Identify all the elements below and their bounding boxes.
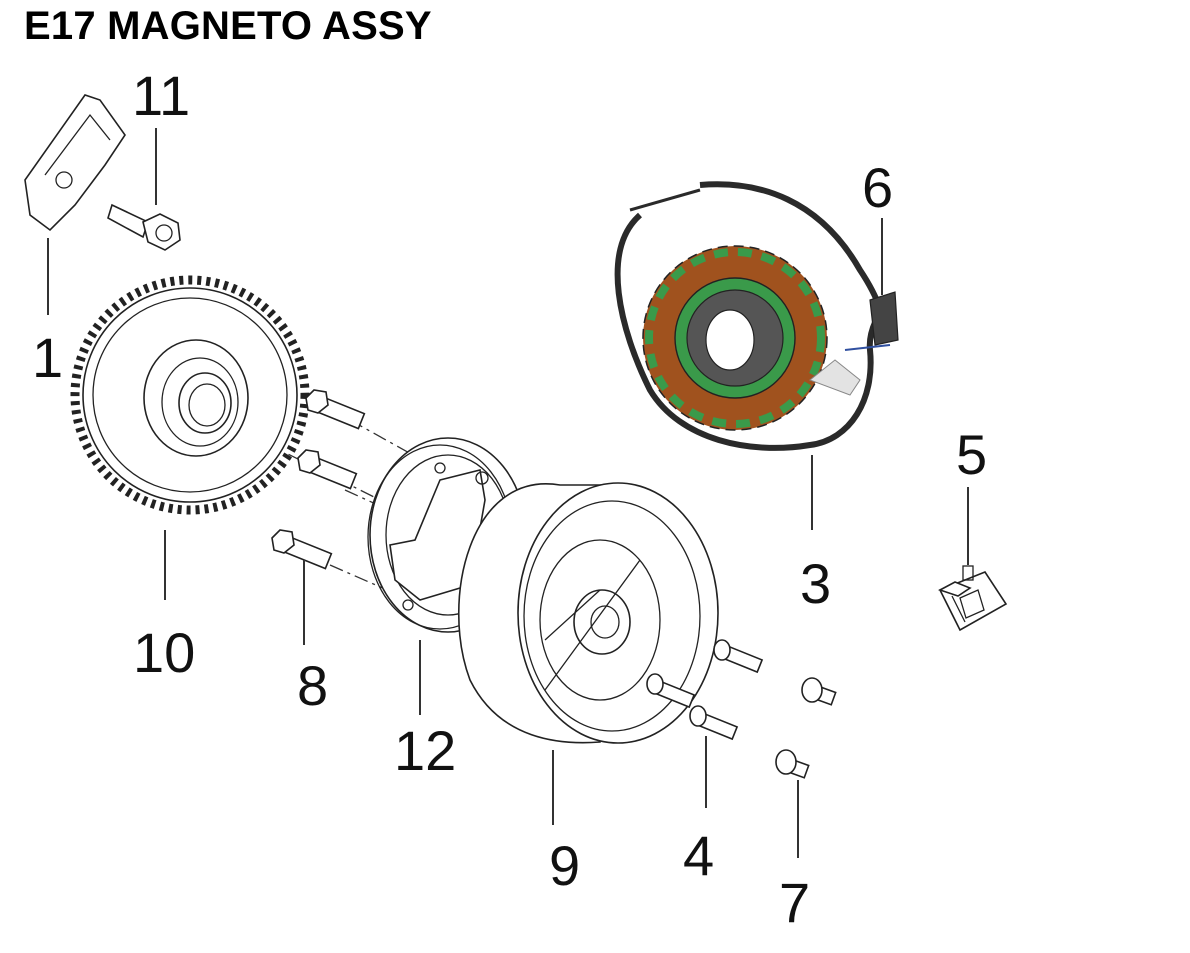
part-8-bolts[interactable] xyxy=(271,389,366,570)
callout-4: 4 xyxy=(683,824,714,887)
callout-labels: 11 1 10 8 12 9 4 7 3 6 5 xyxy=(32,64,987,934)
callout-6: 6 xyxy=(862,156,893,219)
part-10-starter-gear[interactable] xyxy=(70,275,310,515)
callout-11: 11 xyxy=(132,64,190,127)
part-4-bolts[interactable] xyxy=(646,639,764,741)
callout-12: 12 xyxy=(394,719,456,782)
callout-3: 3 xyxy=(800,552,831,615)
callout-9: 9 xyxy=(549,834,580,897)
callout-7: 7 xyxy=(779,871,810,934)
part-5-connector[interactable] xyxy=(937,565,1008,632)
diagram-title: E17 MAGNETO ASSY xyxy=(24,4,432,48)
part-1-bracket-plate[interactable] xyxy=(24,94,126,232)
callout-1: 1 xyxy=(32,326,63,389)
callout-10: 10 xyxy=(133,621,195,684)
callout-5: 5 xyxy=(956,423,987,486)
part-6-wire-harness[interactable] xyxy=(844,291,899,351)
leader-lines xyxy=(47,128,969,858)
part-3-stator-assembly[interactable] xyxy=(614,181,893,451)
callout-8: 8 xyxy=(297,654,328,717)
part-9-flywheel-rotor[interactable] xyxy=(458,482,719,744)
part-11-flange-bolt[interactable] xyxy=(107,203,181,251)
part-7-screws[interactable] xyxy=(775,677,837,779)
